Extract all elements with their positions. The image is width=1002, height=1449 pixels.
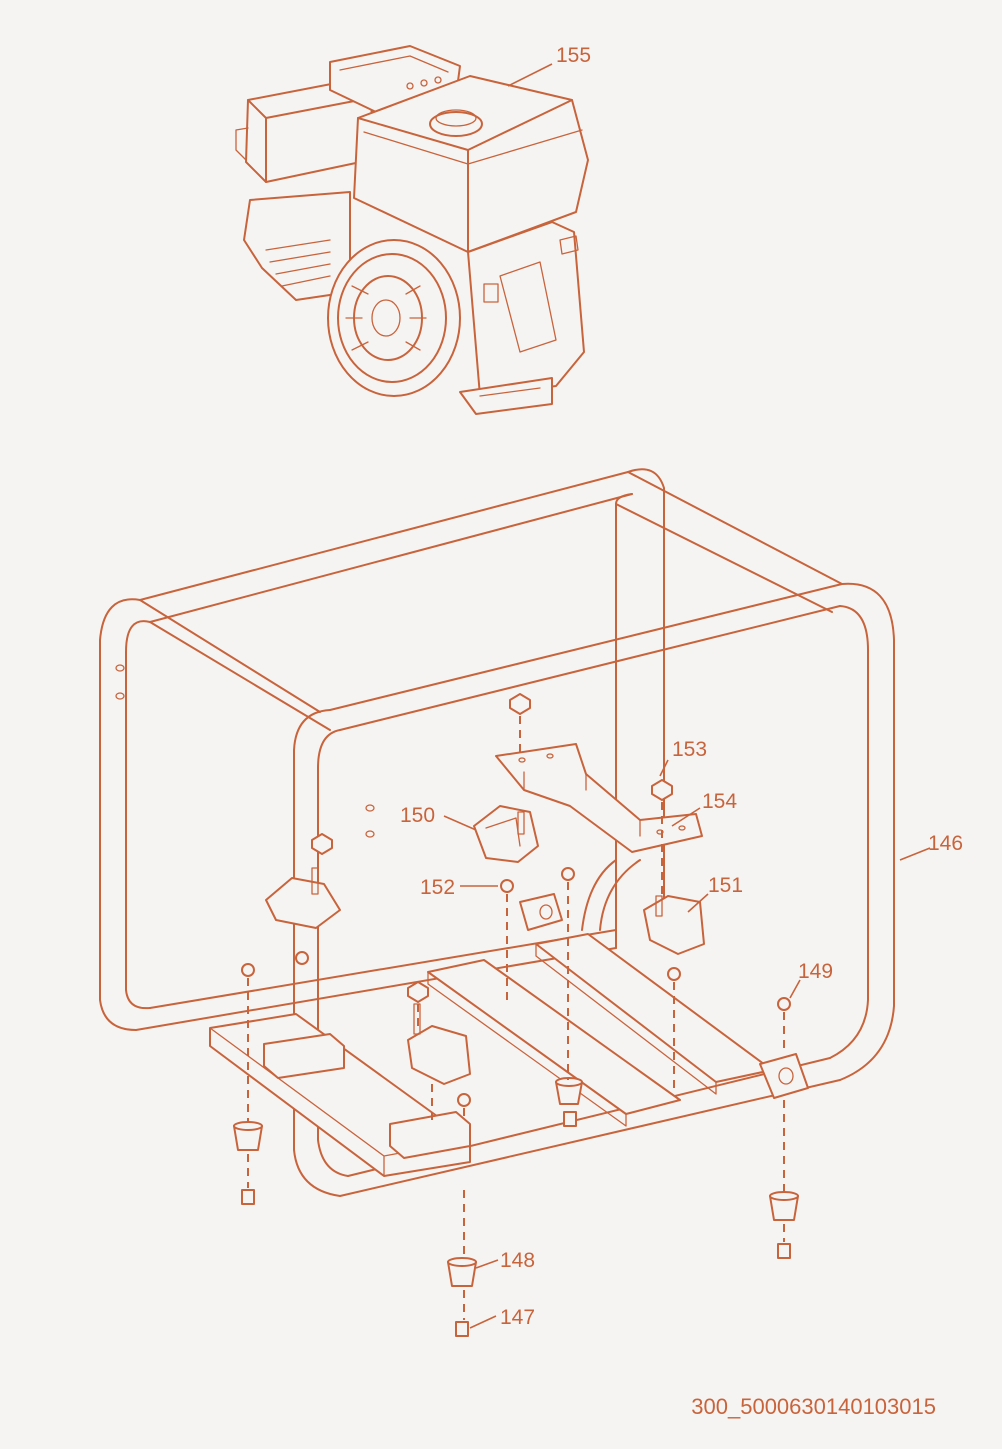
frame-drawing [99,468,895,1197]
leader-lines [443,63,931,1329]
callout-153: 153 [672,738,707,761]
callout-152: 152 [420,876,455,899]
callout-147: 147 [500,1306,535,1329]
callout-155: 155 [556,44,591,67]
callout-150: 150 [400,804,435,827]
callout-146: 146 [928,832,963,855]
callout-151: 151 [708,874,743,897]
hardware-drawing [233,693,799,1337]
callout-154: 154 [702,790,737,813]
callout-148: 148 [500,1249,535,1272]
assembly-lines [247,716,785,1320]
drawing-code: 300_5000630140103015 [691,1394,936,1419]
engine-drawing [235,45,589,415]
callout-149: 149 [798,960,833,983]
